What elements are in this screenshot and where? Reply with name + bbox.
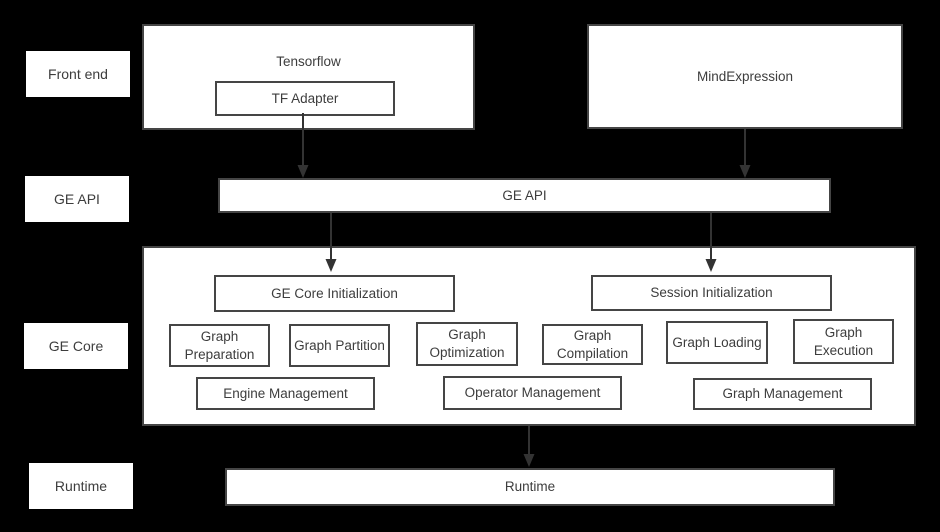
tensorflow-title: Tensorflow — [276, 54, 341, 69]
graph-compilation-box: Graph Compilation — [542, 324, 643, 365]
side-label-runtime: Runtime — [29, 463, 133, 509]
ge-api-box: GE API — [218, 178, 831, 213]
ge-core-initialization-box: GE Core Initialization — [214, 275, 455, 312]
graph-partition-box: Graph Partition — [289, 324, 390, 367]
runtime-box: Runtime — [225, 468, 835, 506]
graph-preparation-box: Graph Preparation — [169, 324, 270, 367]
arrow-mindexpression-to-ge-api — [739, 129, 751, 178]
side-label-front-end: Front end — [26, 51, 130, 97]
arrow-ge-core-to-runtime — [523, 426, 535, 467]
operator-management-box: Operator Management — [443, 376, 622, 410]
graph-loading-box: Graph Loading — [666, 321, 768, 364]
session-initialization-box: Session Initialization — [591, 275, 832, 311]
graph-execution-box: Graph Execution — [793, 319, 894, 364]
engine-management-box: Engine Management — [196, 377, 375, 410]
tf-adapter-box: TF Adapter — [215, 81, 395, 116]
tensorflow-box: Tensorflow TF Adapter — [142, 24, 475, 130]
mindexpression-box: MindExpression — [587, 24, 903, 129]
graph-management-box: Graph Management — [693, 378, 872, 410]
side-label-ge-api: GE API — [25, 176, 129, 222]
ge-core-box: GE Core Initialization Session Initializ… — [142, 246, 916, 426]
side-label-ge-core: GE Core — [24, 323, 128, 369]
graph-optimization-box: Graph Optimization — [416, 322, 518, 366]
